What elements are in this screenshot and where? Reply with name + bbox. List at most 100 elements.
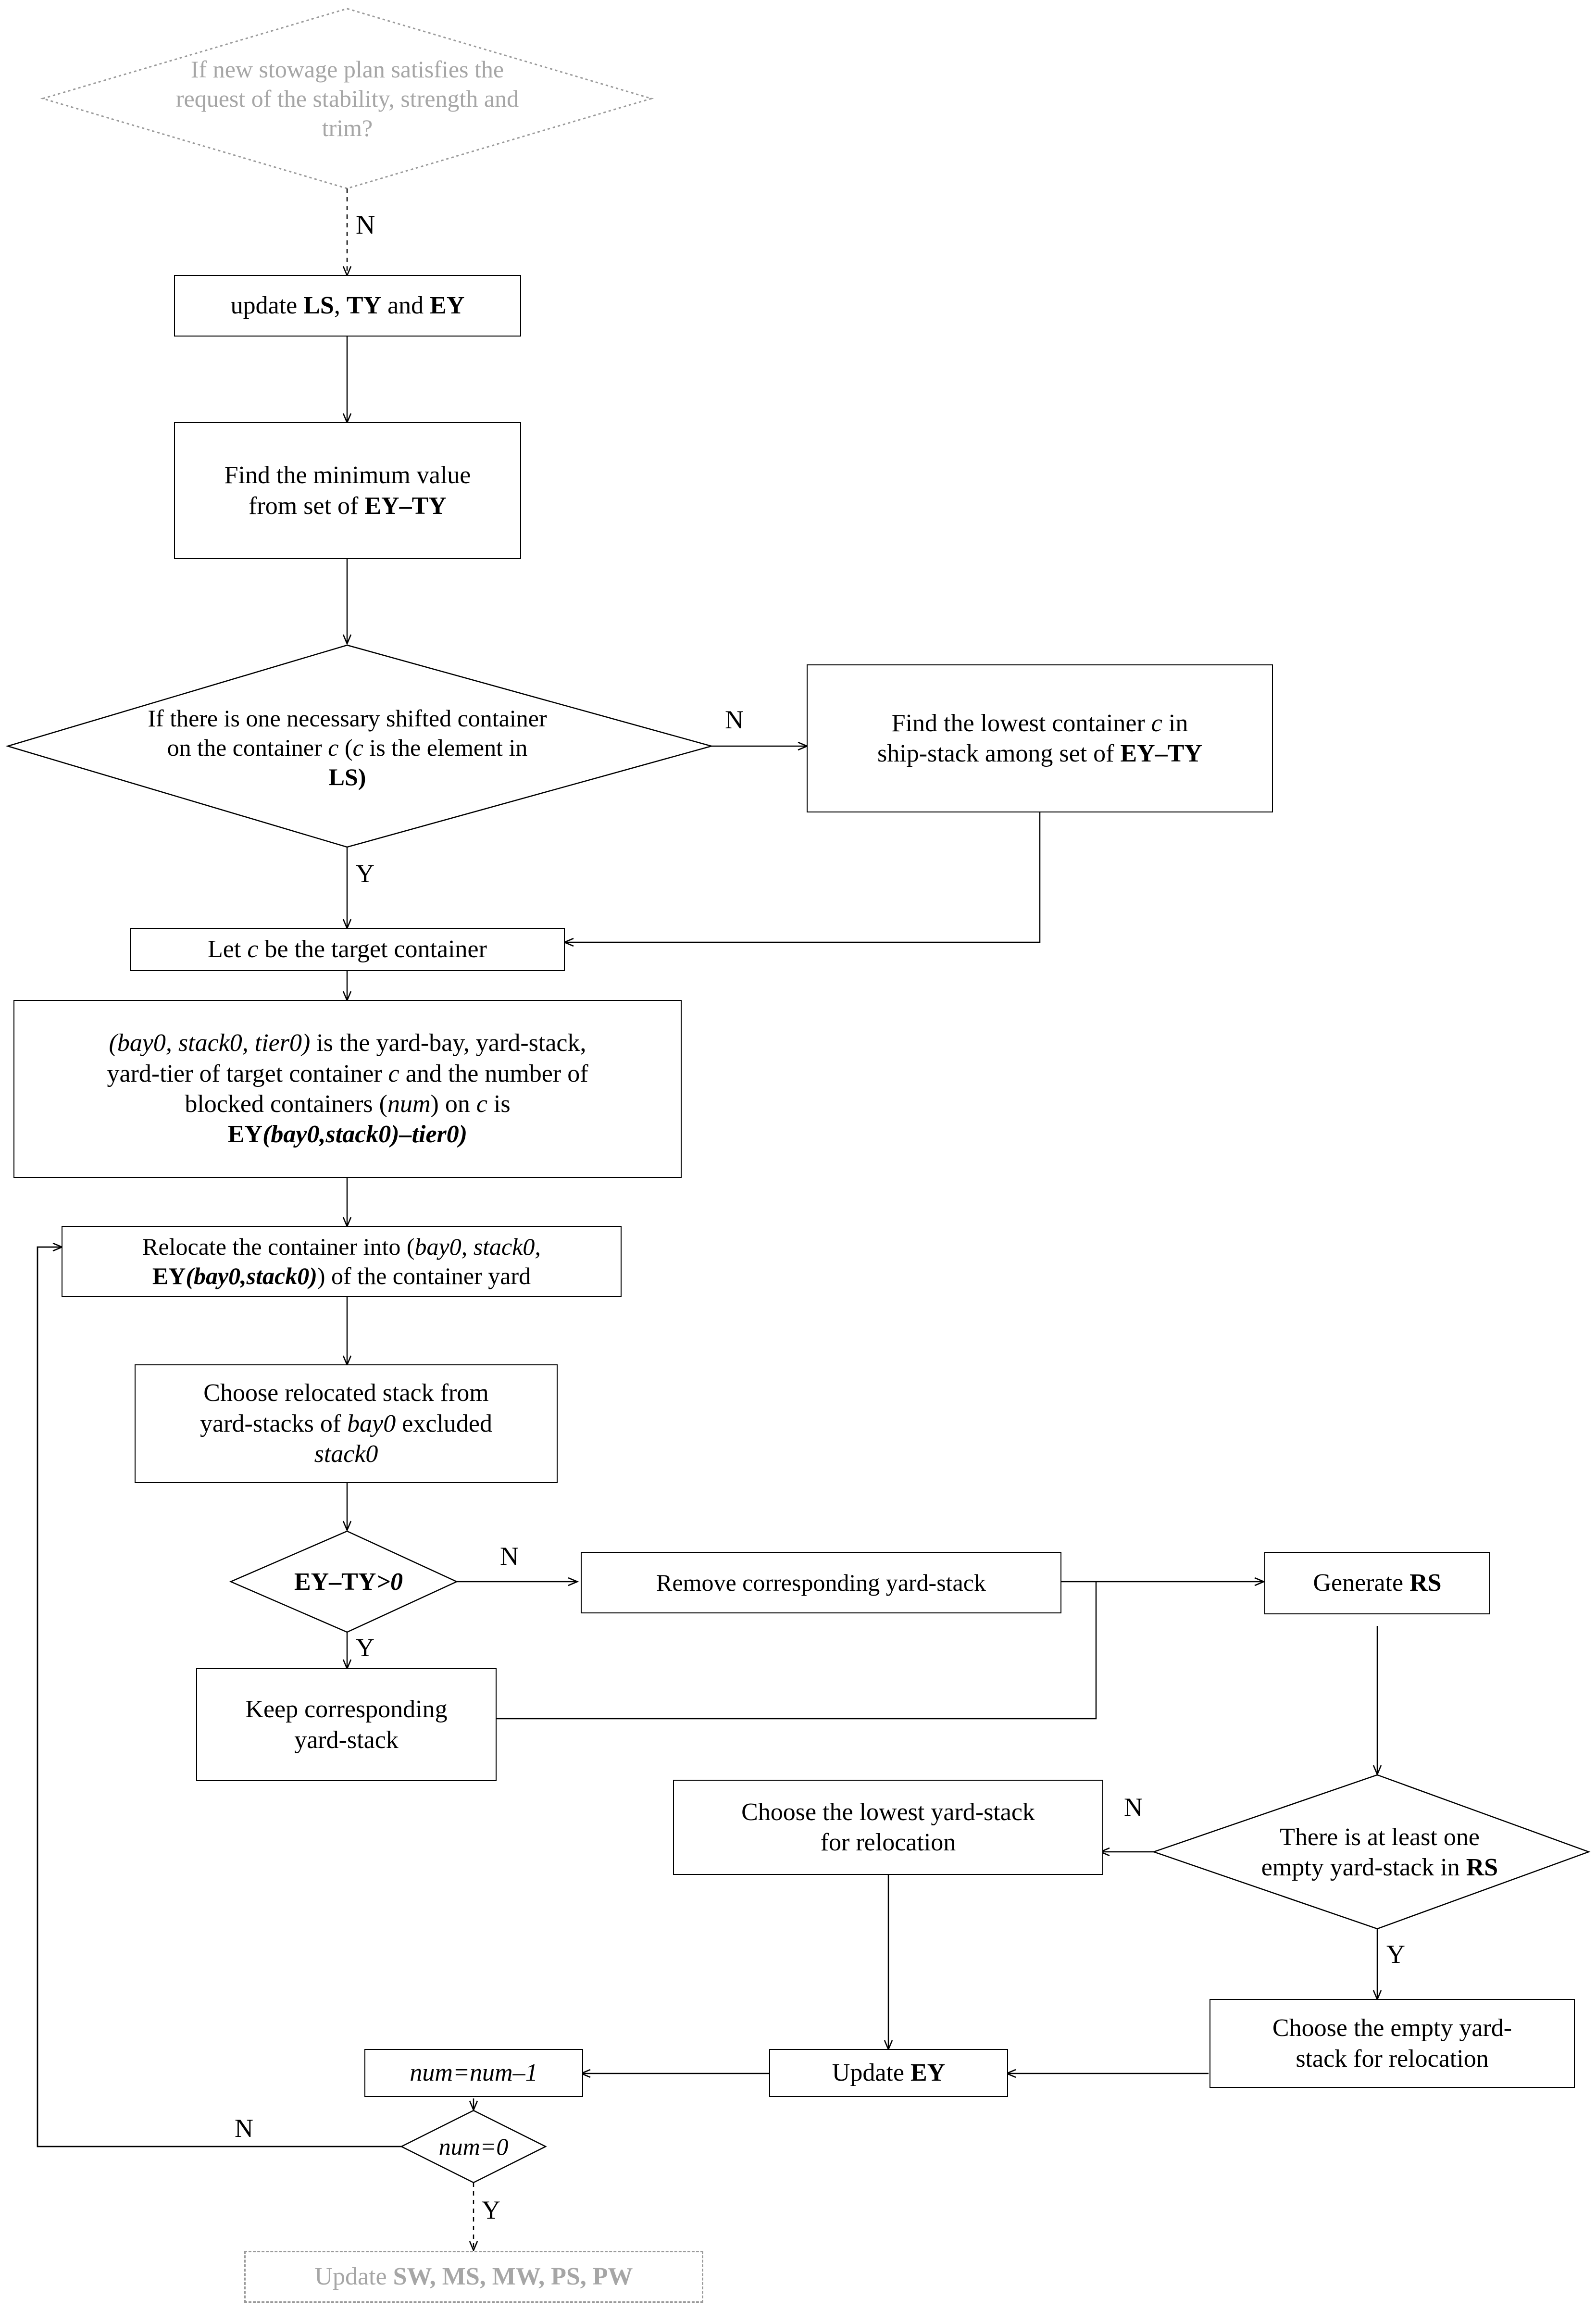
n2-b1: LS bbox=[303, 292, 334, 320]
decision-ey-ty-greater-than-zero[interactable]: EY–TY>0 bbox=[255, 1563, 442, 1601]
decision-stowage-plan-satisfies[interactable]: If new stowage plan satisfies the reques… bbox=[96, 29, 598, 168]
n1-line3: trim? bbox=[322, 114, 373, 141]
process-remove-corresponding-yardstack[interactable]: Remove corresponding yard-stack bbox=[581, 1552, 1061, 1613]
n14-l2a: empty yard-stack in bbox=[1261, 1854, 1466, 1881]
n5-line1i: c bbox=[1151, 709, 1162, 737]
n7-l2a: yard-tier of target container bbox=[107, 1060, 388, 1087]
process-find-minimum-value[interactable]: Find the minimum value from set of EY–TY bbox=[174, 422, 521, 559]
n7-l3i: num bbox=[387, 1090, 431, 1118]
n3-line1: Find the minimum value bbox=[224, 462, 471, 489]
n9-l3i: stack0 bbox=[314, 1440, 378, 1468]
n16-l1: Choose the empty yard- bbox=[1272, 2014, 1512, 2042]
n7-l2i: c bbox=[388, 1060, 399, 1087]
n2-b2: TY bbox=[346, 292, 382, 320]
n5-line1b: in bbox=[1162, 709, 1188, 737]
n20-b: SW, MS, MW, PS, PW bbox=[393, 2263, 633, 2291]
n15-l2: for relocation bbox=[820, 1829, 956, 1856]
n9-l2b: excluded bbox=[396, 1410, 492, 1437]
edge-label-n10-Y: Y bbox=[356, 1633, 374, 1662]
n19-i: num=0 bbox=[438, 2133, 509, 2160]
n5-line1a: Find the lowest container bbox=[891, 709, 1151, 737]
n7-l1a: is the yard-bay, yard-stack, bbox=[310, 1029, 586, 1057]
n17-a: Update bbox=[832, 2059, 910, 2087]
n14-l2b: RS bbox=[1466, 1854, 1498, 1881]
n13-l1: Keep corresponding bbox=[245, 1696, 448, 1723]
process-update-ls-ty-ey[interactable]: update LS, TY and EY bbox=[174, 275, 521, 337]
n2-pre: update bbox=[230, 292, 304, 320]
n9-l1: Choose relocated stack from bbox=[203, 1379, 489, 1407]
n17-b: EY bbox=[910, 2059, 946, 2087]
n9-l2a: yard-stacks of bbox=[200, 1410, 348, 1437]
edge-label-n4-Y: Y bbox=[356, 859, 374, 888]
n4-line2i2: c bbox=[352, 734, 363, 761]
n7-l4b: EY bbox=[227, 1121, 263, 1149]
edge-label-n10-N: N bbox=[500, 1542, 519, 1571]
n7-l2b: and the number of bbox=[399, 1060, 588, 1087]
edge-n13-n12 bbox=[495, 1582, 1097, 1720]
process-generate-rs[interactable]: Generate RS bbox=[1264, 1552, 1490, 1614]
n8-l2i: (bay0,stack0) bbox=[186, 1262, 317, 1289]
n10-b: EY–TY bbox=[294, 1568, 376, 1596]
n13-l2: yard-stack bbox=[294, 1726, 399, 1754]
n6-a: Let bbox=[208, 936, 248, 963]
n18-i: num=num–1 bbox=[410, 2059, 538, 2087]
n8-l2b: EY bbox=[152, 1262, 186, 1289]
n4-line2i: c bbox=[328, 734, 339, 761]
n7-l1i: (bay0, stack0, tier0) bbox=[109, 1029, 311, 1057]
decision-necessary-shifted-container[interactable]: If there is one necessary shifted contai… bbox=[53, 687, 642, 808]
n1-line2: request of the stability, strength and bbox=[175, 85, 519, 112]
n2-mid2: and bbox=[381, 292, 430, 320]
n9-l2i: bay0 bbox=[347, 1410, 396, 1437]
process-choose-relocated-stack[interactable]: Choose relocated stack from yard-stacks … bbox=[135, 1364, 558, 1483]
n7-l3a: blocked containers ( bbox=[185, 1090, 387, 1118]
n4-line2c: is the element in bbox=[363, 734, 528, 761]
n7-l3i2: c bbox=[476, 1090, 487, 1118]
edge-n5-n6 bbox=[565, 812, 1041, 942]
n2-b3: EY bbox=[430, 292, 465, 320]
process-update-ey[interactable]: Update EY bbox=[769, 2049, 1008, 2097]
process-bay0-stack0-tier0-definition[interactable]: (bay0, stack0, tier0) is the yard-bay, y… bbox=[13, 1000, 682, 1178]
process-relocate-container-into-bay0[interactable]: Relocate the container into (bay0, stack… bbox=[62, 1226, 622, 1297]
edge-label-n19-Y: Y bbox=[482, 2196, 500, 2224]
process-keep-corresponding-yardstack[interactable]: Keep corresponding yard-stack bbox=[196, 1668, 497, 1781]
process-choose-lowest-yardstack-relocation[interactable]: Choose the lowest yard-stack for relocat… bbox=[673, 1780, 1103, 1875]
edge-n19-n8-loopback bbox=[37, 1247, 401, 2147]
n15-l1: Choose the lowest yard-stack bbox=[741, 1798, 1035, 1826]
n8-l1i: bay0, stack0, bbox=[414, 1233, 541, 1260]
n6-b: be the target container bbox=[258, 936, 487, 963]
n4-line2a: on the container bbox=[167, 734, 328, 761]
n4-line3: LS) bbox=[328, 763, 366, 790]
process-let-c-target-container[interactable]: Let c be the target container bbox=[130, 928, 565, 971]
n5-line2b: EY–TY bbox=[1120, 740, 1202, 767]
process-find-lowest-container-shipstack[interactable]: Find the lowest container c in ship-stac… bbox=[807, 664, 1273, 812]
n7-l4i: (bay0,stack0)–tier0) bbox=[262, 1121, 468, 1149]
n7-l3c: is bbox=[487, 1090, 511, 1118]
n20-a: Update bbox=[314, 2263, 393, 2291]
edge-label-n14-Y: Y bbox=[1386, 1940, 1405, 1969]
n7-l3b: ) on bbox=[430, 1090, 476, 1118]
n2-mid: , bbox=[334, 292, 347, 320]
n4-line2b: ( bbox=[338, 734, 353, 761]
n8-l1a: Relocate the container into ( bbox=[142, 1233, 415, 1260]
n14-l1: There is at least one bbox=[1280, 1823, 1480, 1851]
n4-line1: If there is one necessary shifted contai… bbox=[148, 704, 547, 732]
process-update-sw-ms-mw-ps-pw[interactable]: Update SW, MS, MW, PS, PW bbox=[244, 2251, 703, 2303]
n5-line2a: ship-stack among set of bbox=[877, 740, 1121, 767]
n3-line2-pre: from set of bbox=[249, 492, 365, 520]
decision-at-least-one-empty-yardstack[interactable]: There is at least one empty yard-stack i… bbox=[1195, 1807, 1565, 1898]
n3-line2-b: EY–TY bbox=[364, 492, 447, 520]
edge-label-n1-N: N bbox=[356, 210, 375, 240]
process-choose-empty-yardstack-relocation[interactable]: Choose the empty yard- stack for relocat… bbox=[1209, 1999, 1575, 2088]
edge-label-n19-N: N bbox=[235, 2114, 253, 2143]
edge-label-n14-N: N bbox=[1124, 1793, 1143, 1822]
decision-num-equals-zero[interactable]: num=0 bbox=[406, 2131, 541, 2162]
n6-i: c bbox=[247, 936, 259, 963]
n12-b: RS bbox=[1409, 1569, 1442, 1597]
process-num-decrement[interactable]: num=num–1 bbox=[364, 2049, 583, 2097]
n11-text: Remove corresponding yard-stack bbox=[656, 1569, 986, 1596]
edge-label-n4-N: N bbox=[725, 705, 744, 734]
n16-l2: stack for relocation bbox=[1296, 2045, 1489, 2072]
n12-a: Generate bbox=[1313, 1569, 1410, 1597]
n8-l2c: ) of the container yard bbox=[317, 1262, 531, 1289]
